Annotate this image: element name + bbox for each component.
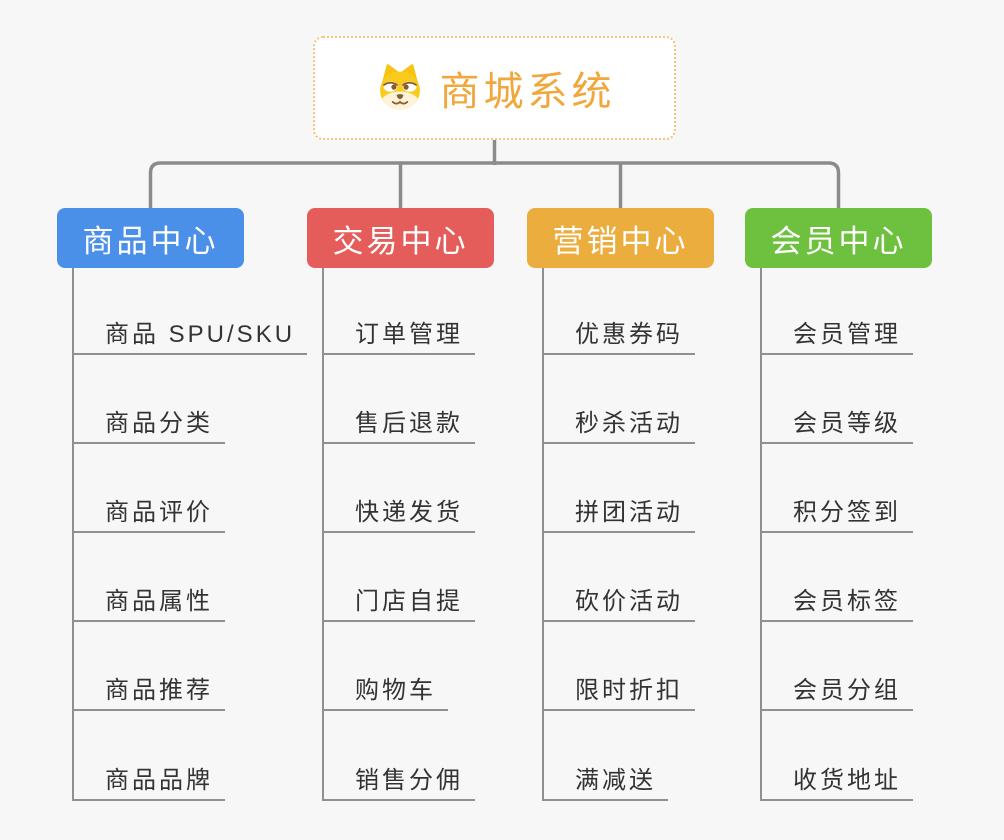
leaf-node[interactable]: 会员管理 xyxy=(760,317,913,355)
leaf-node[interactable]: 优惠券码 xyxy=(542,317,695,355)
leaf-node[interactable]: 限时折扣 xyxy=(542,673,695,711)
branch-node-product-center[interactable]: 商品中心 xyxy=(57,208,244,268)
leaf-node[interactable]: 商品推荐 xyxy=(72,673,225,711)
leaf-node[interactable]: 会员等级 xyxy=(760,406,913,444)
root-title: 商城系统 xyxy=(439,70,616,114)
branch1-trunk-line xyxy=(72,268,74,801)
leaf-node[interactable]: 商品评价 xyxy=(72,495,225,533)
leaf-node[interactable]: 会员标签 xyxy=(760,584,913,622)
branch2-trunk-line xyxy=(322,268,324,801)
leaf-node[interactable]: 购物车 xyxy=(322,673,448,711)
leaf-node[interactable]: 商品分类 xyxy=(72,406,225,444)
leaf-node[interactable]: 会员分组 xyxy=(760,673,913,711)
branch-node-marketing-center[interactable]: 营销中心 xyxy=(527,208,714,268)
branch4-trunk-line xyxy=(760,268,762,801)
leaf-node[interactable]: 商品属性 xyxy=(72,584,225,622)
root-node[interactable]: 商城系统 xyxy=(313,36,676,140)
leaf-node[interactable]: 门店自提 xyxy=(322,584,475,622)
leaf-node[interactable]: 订单管理 xyxy=(322,317,475,355)
leaf-node[interactable]: 销售分佣 xyxy=(322,763,475,801)
leaf-node[interactable]: 积分签到 xyxy=(760,495,913,533)
leaf-node[interactable]: 快递发货 xyxy=(322,495,475,533)
leaf-node[interactable]: 秒杀活动 xyxy=(542,406,695,444)
branch-node-member-center[interactable]: 会员中心 xyxy=(745,208,932,268)
bus-connector xyxy=(148,161,841,208)
leaf-node[interactable]: 满减送 xyxy=(542,763,668,801)
leaf-node[interactable]: 商品 SPU/SKU xyxy=(72,317,308,355)
leaf-node[interactable]: 售后退款 xyxy=(322,406,475,444)
branch-node-trade-center[interactable]: 交易中心 xyxy=(307,208,494,268)
branch3-trunk-line xyxy=(542,268,544,801)
leaf-node[interactable]: 拼团活动 xyxy=(542,495,695,533)
dog-icon xyxy=(374,62,426,114)
leaf-node[interactable]: 收货地址 xyxy=(760,763,913,801)
leaf-node[interactable]: 砍价活动 xyxy=(542,584,695,622)
leaf-node[interactable]: 商品品牌 xyxy=(72,763,225,801)
